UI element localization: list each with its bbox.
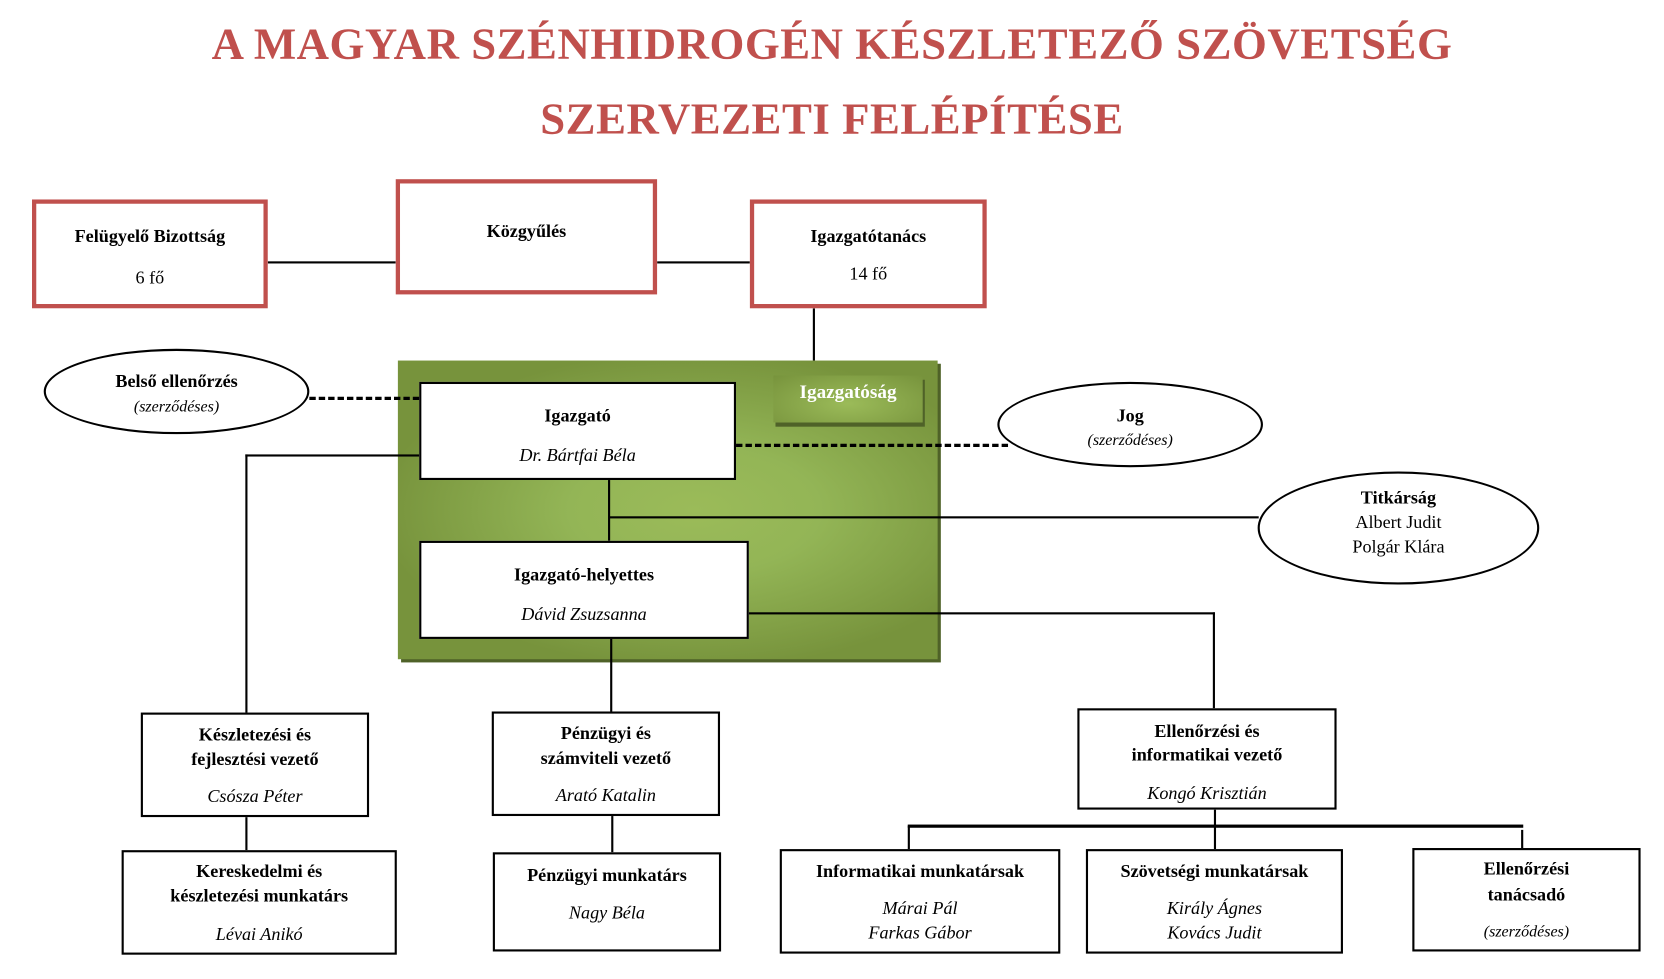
role-title: tanácsadó	[1487, 884, 1566, 905]
ellenorzesi-vezeto-box: Ellenőrzési és informatikai vezető Kongó…	[1077, 708, 1337, 810]
penzugyi-vezeto-box: Pénzügyi és számviteli vezető Arató Kata…	[491, 711, 721, 817]
role-title: készletezési munkatárs	[170, 885, 349, 906]
unit-name: Belső ellenőrzés	[115, 371, 238, 392]
person-name: Lévai Anikó	[215, 923, 303, 945]
person-name: Dr. Bártfai Béla	[519, 444, 636, 466]
person-name: Polgár Klára	[1352, 536, 1445, 557]
contract-note: (szerződéses)	[1087, 432, 1173, 450]
dashed-connector	[736, 443, 1009, 447]
unit-name: Titkárság	[1360, 487, 1437, 508]
connector	[245, 454, 420, 457]
person-name: Dávid Zsuzsanna	[521, 603, 647, 625]
igazgatosag-label: Igazgatóság	[773, 375, 923, 423]
connector	[267, 261, 396, 264]
contract-note: (szerződéses)	[133, 398, 220, 417]
person-name: Csósza Péter	[207, 786, 303, 807]
connector	[609, 516, 1259, 519]
connector	[608, 480, 611, 541]
penzugyi-munkatars-box: Pénzügyi munkatárs Nagy Béla	[492, 852, 722, 952]
connector	[245, 817, 248, 851]
kozgyules-box: Közgyűlés	[395, 179, 658, 295]
person-name: Márai Pál	[882, 898, 958, 919]
szovetsegi-munkatarsak-box: Szövetségi munkatársak Király Ágnes Ková…	[1085, 849, 1343, 954]
role-title: Pénzügyi és	[560, 723, 651, 744]
keszletezesi-vezeto-box: Készletezési és fejlesztési vezető Csósz…	[140, 712, 370, 818]
box-title: Igazgatótanács	[810, 226, 927, 247]
connector	[907, 825, 910, 850]
belso-ellenorzes-ellipse: Belső ellenőrzés (szerződéses)	[43, 348, 310, 435]
connector	[1521, 829, 1524, 849]
person-name: Nagy Béla	[568, 902, 645, 923]
person-name: Kongó Krisztián	[1147, 782, 1267, 804]
connector	[1212, 612, 1215, 709]
igazgato-helyettes-box: Igazgató-helyettes Dávid Zsuzsanna	[419, 540, 749, 639]
connector	[748, 612, 1215, 615]
jog-ellipse: Jog (szerződéses)	[997, 381, 1263, 468]
titkarsag-ellipse: Titkárság Albert Judit Polgár Klára	[1257, 471, 1540, 585]
felugyelo-bizottsag-box: Felügyelő Bizottság 6 fő	[32, 199, 268, 309]
connector	[611, 816, 614, 853]
kereskedelmi-munkatars-box: Kereskedelmi és készletezési munkatárs L…	[121, 850, 397, 955]
role-title: Igazgató	[544, 405, 611, 426]
connector	[245, 454, 248, 713]
connector	[610, 638, 613, 712]
chart-title-line1: A MAGYAR SZÉNHIDROGÉN KÉSZLETEZŐ SZÖVETS…	[211, 20, 1453, 70]
member-count: 14 fő	[849, 263, 888, 284]
role-title: Készletezési és	[198, 724, 312, 745]
role-title: Ellenőrzési és	[1154, 721, 1260, 742]
connector	[657, 261, 750, 264]
igazgato-box: Igazgató Dr. Bártfai Béla	[419, 381, 737, 481]
role-title: Informatikai munkatársak	[815, 860, 1025, 882]
person-name: Albert Judit	[1355, 512, 1442, 533]
role-title: fejlesztési vezető	[191, 748, 319, 770]
role-title: informatikai vezető	[1131, 744, 1283, 765]
person-name: Király Ágnes	[1166, 898, 1263, 919]
box-title: Felügyelő Bizottság	[74, 226, 226, 247]
connector	[907, 824, 1524, 828]
role-title: Kereskedelmi és	[196, 860, 323, 882]
ellenorzesi-tanacsado-box: Ellenőrzési tanácsadó (szerződéses)	[1412, 848, 1641, 952]
box-title: Közgyűlés	[486, 220, 567, 242]
role-title: Ellenőrzési	[1483, 858, 1570, 879]
dashed-connector	[309, 396, 420, 401]
connector	[1213, 809, 1217, 850]
unit-name: Jog	[1116, 405, 1144, 426]
person-name: Kovács Judit	[1167, 922, 1262, 943]
connector	[812, 308, 815, 361]
person-name: Farkas Gábor	[868, 922, 972, 943]
person-name: Arató Katalin	[555, 785, 657, 806]
role-title: számviteli vezető	[540, 747, 672, 769]
role-title: Szövetségi munkatársak	[1120, 860, 1309, 882]
informatikai-munkatarsak-box: Informatikai munkatársak Márai Pál Farka…	[779, 849, 1061, 954]
contract-note: (szerződéses)	[1483, 923, 1570, 941]
role-title: Pénzügyi munkatárs	[527, 865, 687, 886]
role-title: Igazgató-helyettes	[514, 564, 655, 585]
chart-title-line2: SZERVEZETI FELÉPÍTÉSE	[540, 94, 1124, 145]
member-count: 6 fő	[135, 267, 165, 289]
igazgatotanacs-box: Igazgatótanács 14 fő	[749, 199, 987, 309]
